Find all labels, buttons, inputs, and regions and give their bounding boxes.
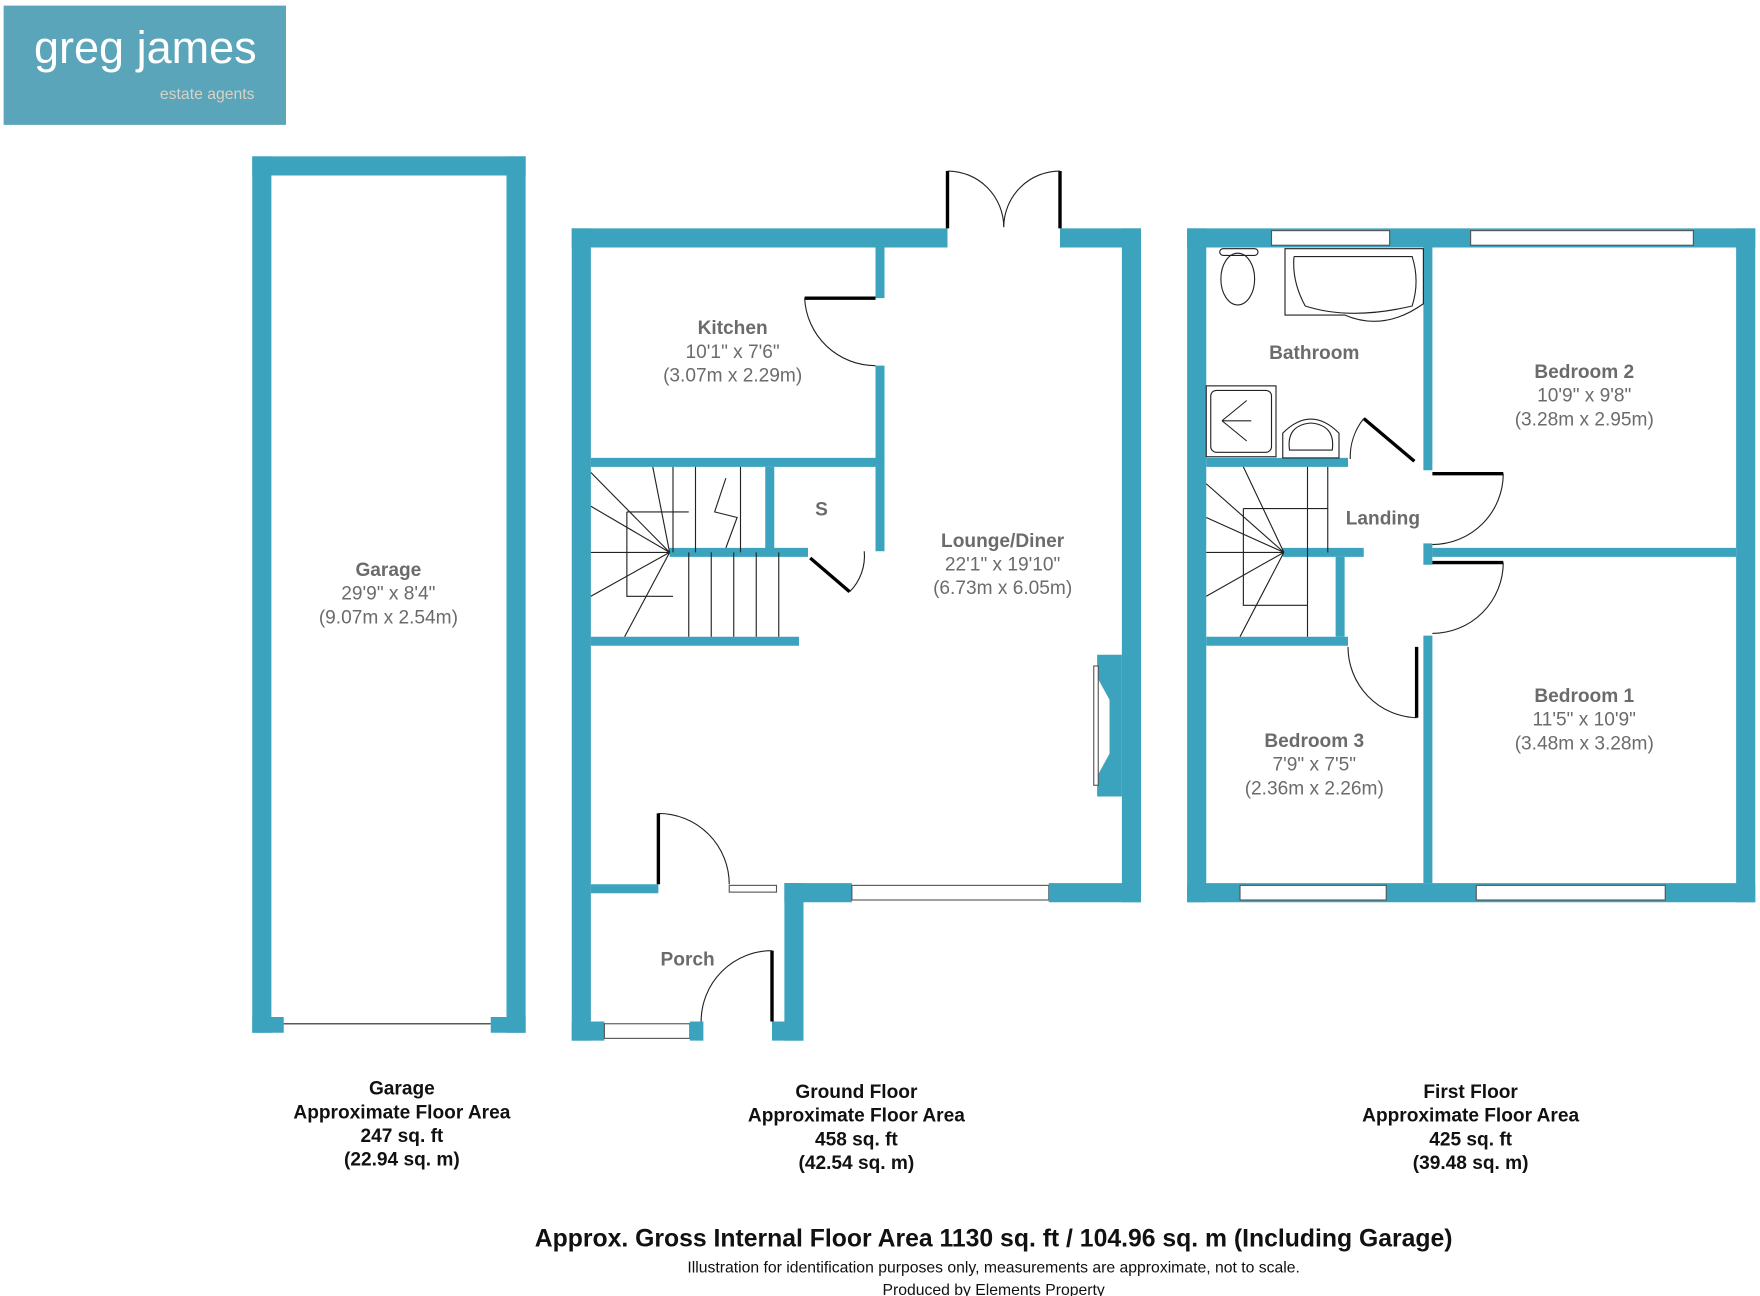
bedroom2-metric: (3.28m x 2.95m) [1515, 409, 1654, 430]
porch-name: Porch [661, 949, 715, 970]
window [851, 884, 1050, 901]
bath-icon [1284, 248, 1424, 322]
first-floor-summary: First Floor Approximate Floor Area 425 s… [1362, 1082, 1579, 1174]
produced-by: Produced by Elements Property [882, 1282, 1104, 1296]
bedroom2-name: Bedroom 2 [1534, 362, 1634, 383]
bedroom3-metric: (2.36m x 2.26m) [1245, 778, 1384, 799]
bedroom2-imperial: 10'9" x 9'8" [1537, 386, 1631, 407]
kitchen-imperial: 10'1" x 7'6" [686, 342, 780, 363]
staircase [1205, 466, 1329, 638]
bedroom3-imperial: 7'9" x 7'5" [1272, 755, 1356, 776]
garage-imperial: 29'9" x 8'4" [341, 584, 435, 605]
summary-label: Approximate Floor Area [293, 1102, 510, 1123]
sink-icon [1282, 418, 1340, 459]
summary-sqm: (39.48 sq. m) [1413, 1153, 1529, 1174]
summary-label: Approximate Floor Area [1362, 1106, 1579, 1127]
summary-sqm: (42.54 sq. m) [798, 1153, 914, 1174]
summary-sqft: 247 sq. ft [360, 1126, 443, 1147]
window [1475, 884, 1666, 901]
garage-metric: (9.07m x 2.54m) [319, 607, 458, 628]
ground-floor-plan: Kitchen 10'1" x 7'6" (3.07m x 2.29m) S L… [571, 170, 1141, 1041]
kitchen-metric: (3.07m x 2.29m) [663, 365, 802, 386]
summary-sqm: (22.94 sq. m) [344, 1150, 460, 1171]
window [1239, 884, 1387, 901]
staircase [590, 466, 780, 638]
toilet-icon [1219, 248, 1259, 306]
bathroom-name: Bathroom [1269, 343, 1359, 364]
logo: greg james estate agents [3, 5, 286, 125]
summary-label: Approximate Floor Area [748, 1106, 965, 1127]
lounge-metric: (6.73m x 6.05m) [933, 578, 1072, 599]
lounge-imperial: 22'1" x 19'10" [945, 554, 1060, 575]
bedroom1-metric: (3.48m x 3.28m) [1515, 733, 1654, 754]
garage-name: Garage [355, 560, 421, 581]
shower-icon [1205, 385, 1277, 458]
garage-summary: Garage Approximate Floor Area 247 sq. ft… [293, 1079, 510, 1171]
lounge-name: Lounge/Diner [941, 531, 1065, 552]
landing-name: Landing [1346, 508, 1420, 529]
summary-title: Ground Floor [795, 1082, 918, 1103]
summary-title: Garage [369, 1079, 435, 1100]
summary-title: First Floor [1423, 1082, 1518, 1103]
summary-sqft: 458 sq. ft [815, 1129, 898, 1150]
ground-floor-summary: Ground Floor Approximate Floor Area 458 … [748, 1082, 965, 1174]
disclaimer: Illustration for identification purposes… [687, 1259, 1300, 1276]
logo-tagline: estate agents [160, 86, 255, 103]
kitchen-name: Kitchen [698, 318, 768, 339]
bedroom1-name: Bedroom 1 [1534, 686, 1634, 707]
summary-sqft: 425 sq. ft [1429, 1129, 1512, 1150]
bedroom3-name: Bedroom 3 [1264, 731, 1364, 752]
bedroom1-imperial: 11'5" x 10'9" [1533, 710, 1636, 731]
garage-plan: Garage 29'9" x 8'4" (9.07m x 2.54m) [252, 156, 526, 1033]
window [1270, 230, 1391, 246]
first-floor-plan: Bathroom Landing Bedroom 2 10'9" x 9'8" … [1187, 228, 1756, 903]
window [603, 1023, 691, 1039]
storage-name: S [815, 499, 828, 520]
gross-area: Approx. Gross Internal Floor Area 1130 s… [535, 1226, 1453, 1253]
logo-brand: greg james [34, 22, 257, 73]
window [1470, 230, 1694, 246]
